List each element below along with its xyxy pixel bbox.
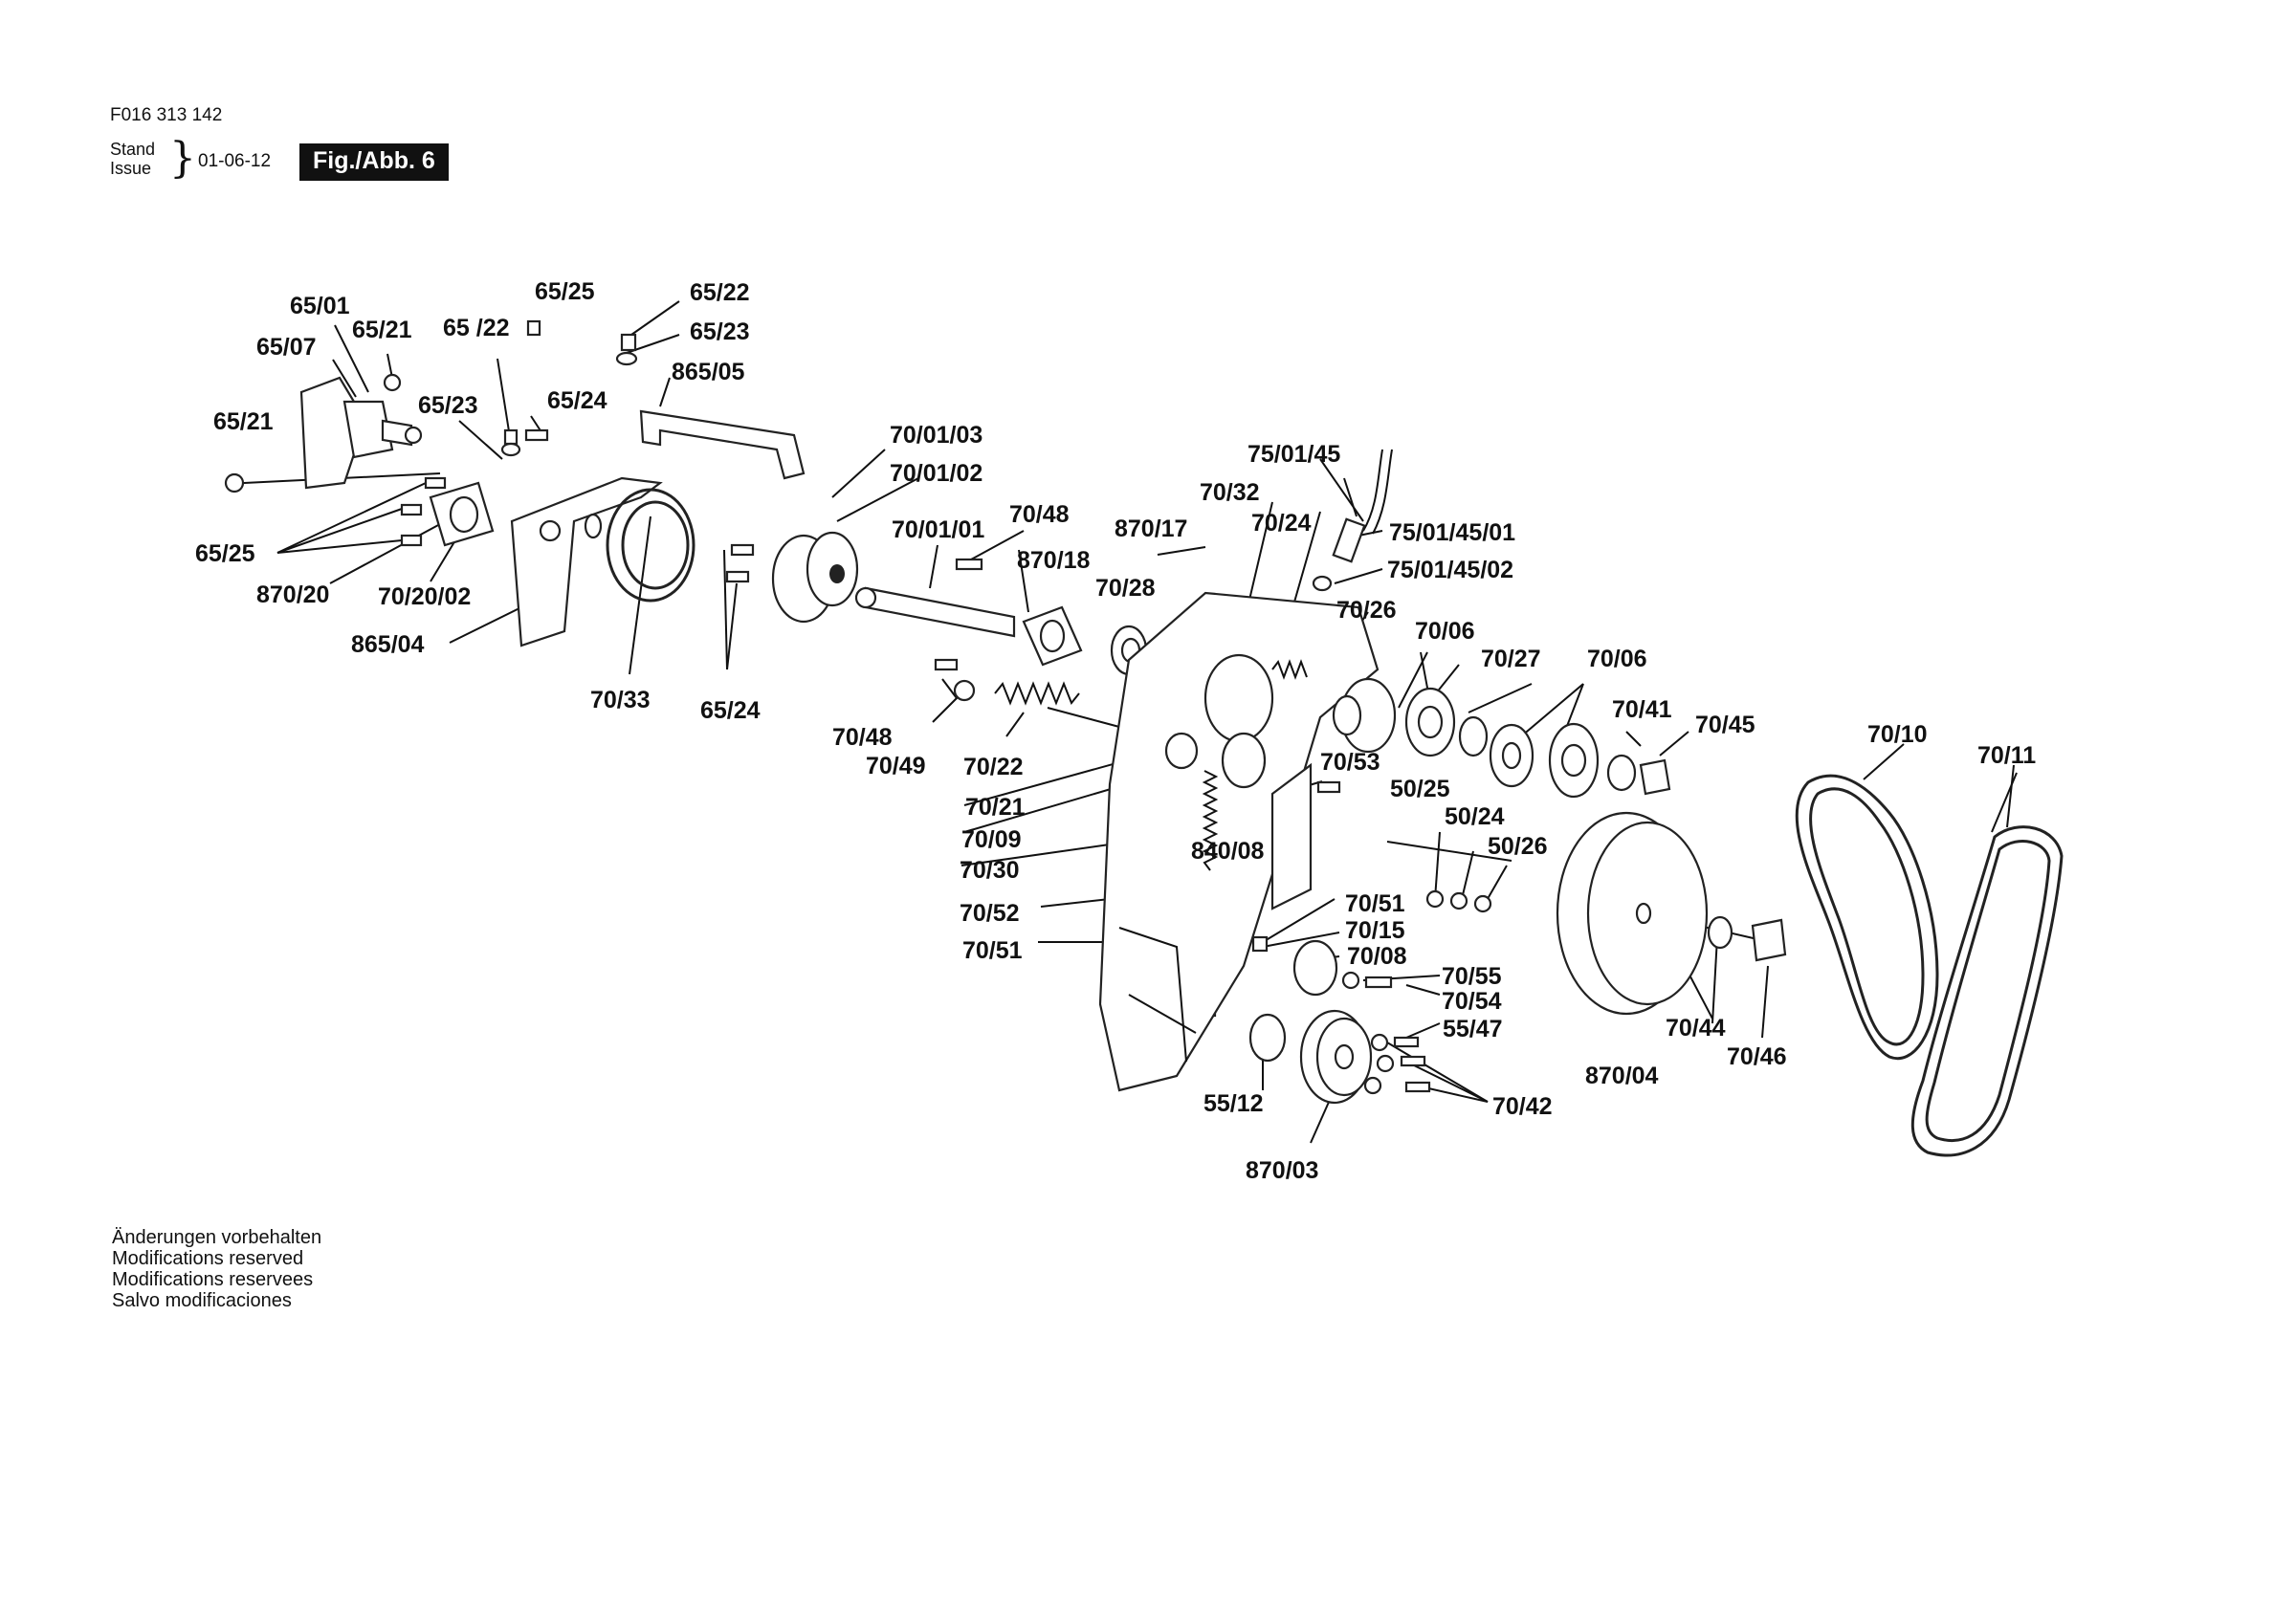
part-label: 70/48: [1009, 501, 1070, 528]
part-label: 70/06: [1415, 618, 1475, 645]
part-label: 70/42: [1492, 1093, 1553, 1120]
issue-date: 01-06-12: [198, 151, 272, 171]
part-label: 70/20/02: [378, 583, 471, 610]
part-tension-mechanism: [1164, 653, 1313, 910]
part-label: 70/22: [963, 754, 1024, 780]
part-label: 70/06: [1587, 646, 1647, 672]
part-cover-870-17: [1098, 591, 1380, 1092]
part-label: 70/08: [1347, 943, 1407, 970]
part-label: 65/23: [418, 392, 478, 419]
part-label: 70/51: [962, 937, 1023, 964]
footer-note: Modifications reservees: [112, 1269, 314, 1290]
part-label: 65/23: [690, 318, 750, 345]
footer-note: Salvo modificaciones: [112, 1290, 292, 1311]
part-label: 65/21: [213, 408, 274, 435]
part-label: 65/07: [256, 334, 317, 361]
part-spring-70-22: [994, 681, 1080, 706]
part-belt-70-10: [1795, 774, 1939, 1061]
figure-badge: Fig./Abb. 6: [299, 143, 449, 181]
part-lower-pulleys: [1248, 939, 1373, 1105]
part-label: 70/24: [1251, 510, 1312, 537]
part-label: 65/24: [547, 387, 607, 414]
part-gear-pulley: [771, 531, 859, 624]
part-label: 840/08: [1191, 838, 1265, 865]
part-label: 70/53: [1320, 749, 1380, 776]
part-label: 70/44: [1666, 1015, 1726, 1042]
part-label: 70/55: [1442, 963, 1502, 990]
part-label: 75/01/45: [1247, 441, 1340, 468]
part-flange-plate: [429, 481, 495, 547]
part-label: 50/24: [1445, 803, 1505, 830]
part-shaft-70-01-01: [854, 586, 1016, 638]
part-label: 65/22: [690, 279, 750, 306]
part-gearbox-housing: [299, 376, 423, 490]
part-toothed-belt-70-33: [606, 488, 695, 603]
part-label: 70/33: [590, 687, 651, 713]
part-label: 70/09: [961, 826, 1022, 853]
part-labels: 65/01 65/07 65/21 65 /22 65/25 65/22 65/…: [195, 278, 2036, 1184]
document-number: F016 313 142: [110, 105, 223, 125]
part-label: 65/24: [700, 697, 761, 724]
part-label: 75/01/45/02: [1387, 557, 1513, 583]
part-label: 70/27: [1481, 646, 1541, 672]
part-label: 870/03: [1246, 1157, 1318, 1184]
part-label: 70/21: [965, 794, 1026, 821]
part-label: 70/32: [1200, 479, 1260, 506]
part-label: 55/12: [1203, 1090, 1264, 1117]
part-label: 70/28: [1095, 575, 1156, 602]
part-bearing-plate-870-18: [1022, 605, 1083, 667]
part-label: 70/51: [1345, 890, 1405, 917]
part-label: 70/41: [1612, 696, 1672, 723]
stand-label: Stand: [110, 140, 156, 159]
part-label: 70/01/02: [890, 460, 982, 487]
footer-note: Änderungen vorbehalten: [112, 1227, 322, 1248]
part-label: 65 /22: [443, 315, 510, 341]
part-label: 70/15: [1345, 917, 1405, 944]
part-label: 70/01/01: [892, 516, 984, 543]
part-label: 70/01/03: [890, 422, 982, 449]
part-label: 870/18: [1017, 547, 1091, 574]
part-label: 865/04: [351, 631, 425, 658]
part-label: 870/17: [1115, 515, 1187, 542]
part-side-plate-865-04: [510, 476, 663, 647]
footer-note: Modifications reserved: [112, 1248, 304, 1269]
part-label: 870/04: [1585, 1063, 1659, 1089]
part-label: 70/45: [1695, 712, 1755, 738]
issue-label: Issue: [110, 159, 152, 178]
part-pulleys-70-26-70-06: [1332, 677, 1671, 799]
footer-notes: Änderungen vorbehalten Modifications res…: [112, 1227, 321, 1311]
part-label: 870/20: [256, 581, 329, 608]
part-label: 65/21: [352, 317, 412, 343]
part-label: 70/49: [866, 753, 926, 779]
part-belt-70-11: [1910, 825, 2064, 1157]
part-label: 50/26: [1488, 833, 1548, 860]
part-main-pulley-870-04: [1556, 811, 1787, 1016]
part-bracket-865-05: [639, 409, 806, 480]
part-label: 65/25: [195, 540, 255, 567]
part-label: 70/46: [1727, 1043, 1787, 1070]
part-label: 70/26: [1336, 597, 1397, 624]
part-label: 65/25: [535, 278, 595, 305]
brace-glyph: }: [169, 134, 196, 183]
part-label: 70/54: [1442, 988, 1502, 1015]
part-label: 70/48: [832, 724, 893, 751]
part-label: 65/01: [290, 293, 350, 319]
part-label: 50/25: [1390, 776, 1450, 802]
stand-issue-labels: Stand Issue: [110, 140, 155, 178]
part-label: 75/01/45/01: [1389, 519, 1515, 546]
part-label: 70/11: [1977, 742, 2036, 769]
part-cable-75-01-45: [1312, 449, 1393, 592]
part-label: 70/30: [960, 857, 1020, 884]
part-label: 70/10: [1867, 721, 1928, 748]
part-label: 55/47: [1443, 1016, 1503, 1042]
part-label: 865/05: [672, 359, 745, 385]
part-label: 70/52: [960, 900, 1020, 927]
